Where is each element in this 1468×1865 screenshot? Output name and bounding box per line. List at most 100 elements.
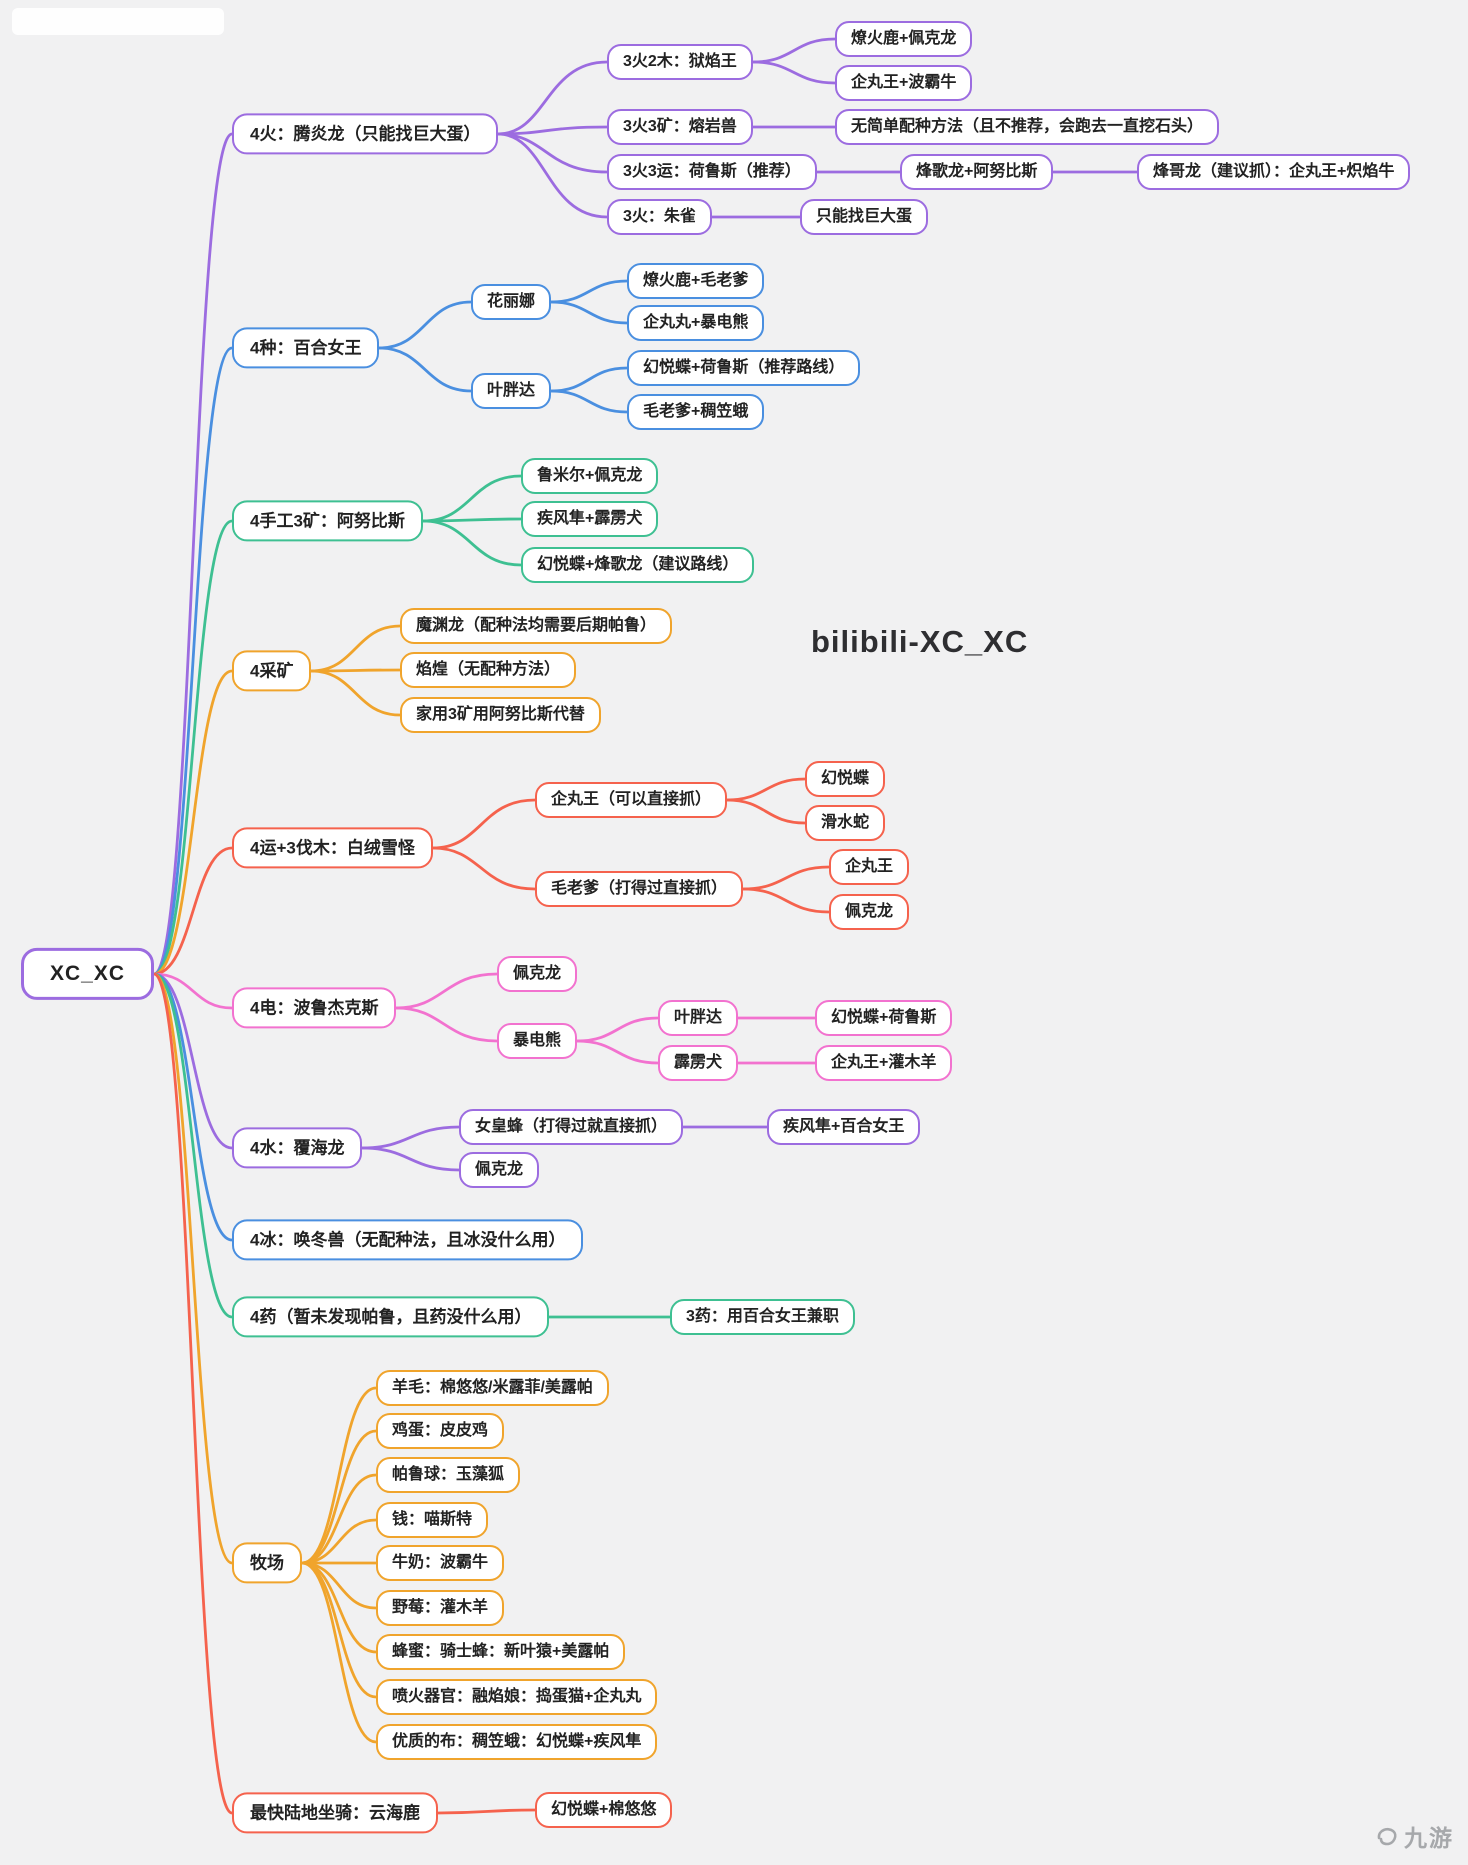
mindmap-edge bbox=[549, 366, 629, 393]
mindmap-node[interactable]: 幻悦蝶+烽歌龙（建议路线） bbox=[521, 547, 755, 583]
mindmap-node[interactable]: 花丽娜 bbox=[471, 284, 552, 320]
mindmap-node[interactable]: 4运+3伐木：白绒雪怪 bbox=[232, 827, 433, 869]
mindmap-node[interactable]: 家用3矿用阿努比斯代替 bbox=[400, 697, 601, 733]
mindmap-node[interactable]: 疾风隼+百合女王 bbox=[767, 1109, 921, 1145]
mindmap-node[interactable]: 只能找巨大蛋 bbox=[800, 199, 929, 235]
mindmap-node[interactable]: 企丸王 bbox=[829, 849, 910, 885]
watermark-text: bilibili-XC_XC bbox=[811, 624, 1029, 659]
mindmap-edge bbox=[309, 668, 402, 673]
mindmap-edge bbox=[394, 1006, 499, 1043]
mindmap-node[interactable]: 4采矿 bbox=[232, 650, 312, 692]
mindmap-node[interactable]: 帕鲁球：玉藻狐 bbox=[376, 1457, 521, 1493]
mindmap-edge bbox=[394, 972, 499, 1010]
mindmap-node[interactable]: 滑水蛇 bbox=[805, 805, 886, 841]
mindmap-node[interactable]: 烽哥龙（建议抓）：企丸王+炽焰牛 bbox=[1137, 154, 1411, 190]
mindmap-node[interactable]: 鸡蛋：皮皮鸡 bbox=[376, 1413, 505, 1449]
jiuyou-logo-icon bbox=[1375, 1824, 1399, 1848]
mindmap-edge bbox=[431, 846, 537, 891]
mindmap-node[interactable]: 羊毛：棉悠悠/米露菲/美露帕 bbox=[376, 1370, 609, 1406]
mindmap-edge bbox=[377, 300, 473, 350]
mindmap-node[interactable]: 无简单配种方法（且不推荐，会跑去一直挖石头） bbox=[835, 109, 1220, 145]
mindmap-edge bbox=[300, 1473, 378, 1565]
mindmap-node[interactable]: 4电：波鲁杰克斯 bbox=[232, 987, 397, 1029]
mindmap-node[interactable]: 钱：喵斯特 bbox=[376, 1502, 489, 1538]
mindmap-node[interactable]: 牛奶：波霸牛 bbox=[376, 1545, 505, 1581]
mindmap-node[interactable]: 幻悦蝶+棉悠悠 bbox=[535, 1792, 673, 1828]
mindmap-node[interactable]: 4手工3矿：阿努比斯 bbox=[232, 500, 423, 542]
mindmap-edge bbox=[152, 972, 234, 1150]
mindmap-node[interactable]: 4水：覆海龙 bbox=[232, 1127, 363, 1169]
mindmap-edge bbox=[300, 1561, 378, 1744]
mindmap-node[interactable]: 4火：腾炎龙（只能找巨大蛋） bbox=[232, 113, 499, 155]
mindmap-root-node[interactable]: XC_XC bbox=[21, 947, 155, 1001]
mindmap-node[interactable]: 幻悦蝶+荷鲁斯（推荐路线） bbox=[627, 350, 861, 386]
mindmap-edge bbox=[549, 279, 629, 304]
jiuyou-logo: 九游 bbox=[1375, 1819, 1454, 1853]
jiuyou-logo-label: 九游 bbox=[1404, 1825, 1454, 1851]
mindmap-node[interactable]: 野莓：灌木羊 bbox=[376, 1590, 505, 1626]
mindmap-edge bbox=[152, 972, 234, 1010]
mindmap-edge bbox=[152, 519, 234, 976]
mindmap-edge bbox=[725, 777, 807, 802]
mindmap-node[interactable]: 3药：用百合女王兼职 bbox=[670, 1299, 855, 1335]
mindmap-node[interactable]: 幻悦蝶+荷鲁斯 bbox=[815, 1000, 953, 1036]
mindmap-node[interactable]: 优质的布：稠笠蛾：幻悦蝶+疾风隼 bbox=[376, 1724, 658, 1760]
mindmap-node[interactable]: 暴电熊 bbox=[497, 1023, 578, 1059]
mindmap-node[interactable]: 叶胖达 bbox=[471, 373, 552, 409]
mindmap-edge bbox=[725, 798, 807, 825]
mindmap-node[interactable]: 牧场 bbox=[232, 1542, 302, 1584]
mindmap-node[interactable]: 企丸丸+暴电熊 bbox=[627, 305, 765, 341]
mindmap-node[interactable]: 3火3矿：熔岩兽 bbox=[607, 109, 753, 145]
mindmap-node[interactable]: 企丸王（可以直接抓） bbox=[535, 782, 728, 818]
mindmap-edge bbox=[741, 865, 831, 891]
mindmap-node[interactable]: 疾风隼+霹雳犬 bbox=[521, 501, 659, 537]
mindmap-node[interactable]: 4药（暂未发现帕鲁，且药没什么用） bbox=[232, 1296, 550, 1338]
mindmap-node[interactable]: 燎火鹿+毛老爹 bbox=[627, 263, 765, 299]
mindmap-edge bbox=[421, 519, 523, 567]
mindmap-node[interactable]: 喷火器官：融焰娘：捣蛋猫+企丸丸 bbox=[376, 1679, 658, 1715]
mindmap-node[interactable]: 毛老爹（打得过直接抓） bbox=[535, 871, 744, 907]
mindmap-edge bbox=[152, 972, 234, 1815]
mindmap-node[interactable]: 毛老爹+稠笠蛾 bbox=[627, 394, 765, 430]
mindmap-edge bbox=[575, 1016, 660, 1043]
mindmap-node[interactable]: 3火3运：荷鲁斯（推荐） bbox=[607, 154, 817, 190]
mindmap-edge bbox=[152, 846, 234, 976]
mindmap-edge bbox=[496, 60, 609, 136]
mindmap-edge bbox=[549, 389, 629, 414]
mindmap-node[interactable]: 霹雳犬 bbox=[658, 1045, 739, 1081]
mindmap-edge bbox=[575, 1039, 660, 1065]
mindmap-edge bbox=[300, 1429, 378, 1565]
mindmap-node[interactable]: 佩克龙 bbox=[497, 956, 578, 992]
mindmap-node[interactable]: 女皇蜂（打得过就直接抓） bbox=[459, 1109, 684, 1145]
mindmap-node[interactable]: 燎火鹿+佩克龙 bbox=[835, 21, 973, 57]
mindmap-edge bbox=[360, 1146, 461, 1172]
corner-watermark bbox=[12, 8, 224, 35]
mindmap-node[interactable]: 佩克龙 bbox=[459, 1152, 540, 1188]
mindmap-node[interactable]: 4冰：唤冬兽（无配种法，且冰没什么用） bbox=[232, 1219, 584, 1261]
mindmap-node[interactable]: 企丸王+波霸牛 bbox=[835, 65, 973, 101]
mindmap-node[interactable]: 蜂蜜：骑士蜂：新叶猿+美露帕 bbox=[376, 1634, 626, 1670]
mindmap-node[interactable]: 魔渊龙（配种法均需要后期帕鲁） bbox=[400, 608, 673, 644]
mindmap-edge bbox=[496, 132, 609, 219]
mindmap-node[interactable]: 焰煌（无配种方法） bbox=[400, 652, 577, 688]
mindmap-edge bbox=[360, 1125, 461, 1150]
mindmap-node[interactable]: 最快陆地坐骑：云海鹿 bbox=[232, 1792, 438, 1834]
mindmap-edge bbox=[751, 60, 837, 85]
mindmap-node[interactable]: 企丸王+灌木羊 bbox=[815, 1045, 953, 1081]
mindmap-edge bbox=[421, 474, 523, 523]
mindmap-node[interactable]: 4种：百合女王 bbox=[232, 327, 380, 369]
mindmap-edge bbox=[152, 669, 234, 976]
mindmap-node[interactable]: 幻悦蝶 bbox=[805, 761, 886, 797]
mindmap-node[interactable]: 3火：朱雀 bbox=[607, 199, 712, 235]
mindmap-edge bbox=[309, 624, 402, 673]
mindmap-node[interactable]: 烽歌龙+阿努比斯 bbox=[900, 154, 1054, 190]
mindmap-edge bbox=[549, 300, 629, 325]
mindmap-node[interactable]: 3火2木：狱焰王 bbox=[607, 44, 753, 80]
mindmap-edge bbox=[496, 132, 609, 174]
mindmap-node[interactable]: 叶胖达 bbox=[658, 1000, 739, 1036]
mindmap-edge bbox=[300, 1518, 378, 1565]
mindmap-node[interactable]: 佩克龙 bbox=[829, 894, 910, 930]
mindmap-node[interactable]: 鲁米尔+佩克龙 bbox=[521, 458, 659, 494]
mindmap-edge bbox=[152, 972, 234, 1565]
